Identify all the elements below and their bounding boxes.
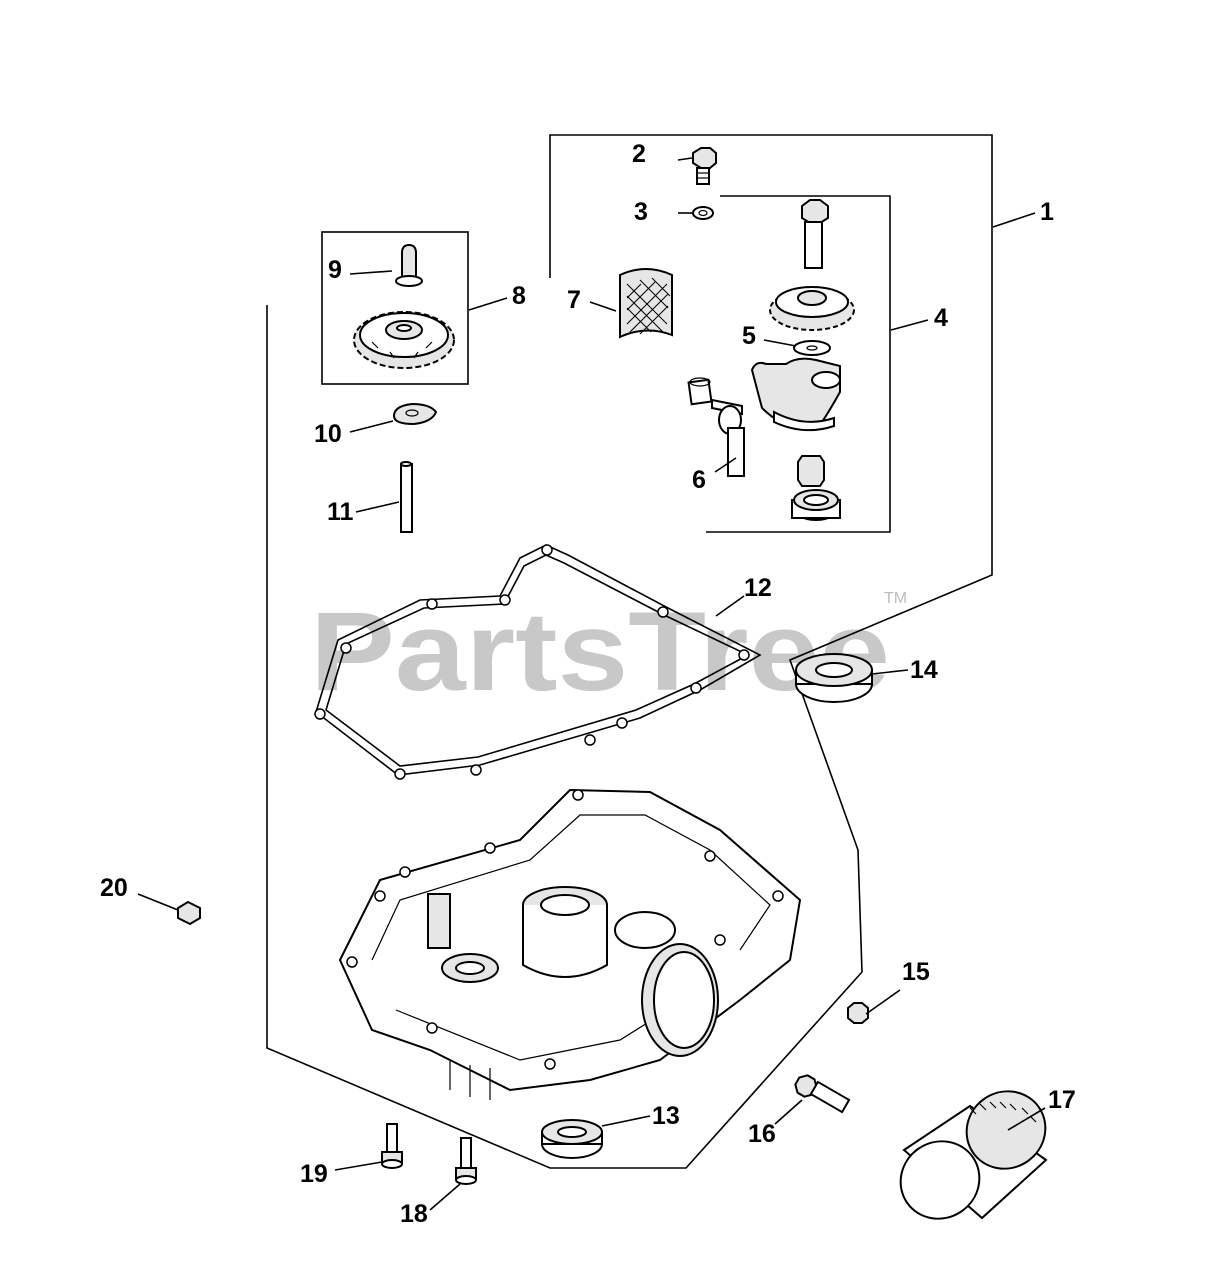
callout-9: 9 [328, 256, 342, 284]
callout-6: 6 [692, 466, 706, 494]
part-17-oil-filter [899, 1090, 1048, 1220]
part-15-plug [847, 1002, 869, 1024]
part-8-gear [353, 311, 455, 369]
callout-20: 20 [100, 874, 128, 902]
callout-labels: 1 2 3 4 5 6 7 8 9 10 11 12 13 14 15 16 1… [100, 140, 1076, 1228]
part-2-bolt [692, 147, 717, 185]
callout-14: 14 [910, 656, 938, 684]
callout-4: 4 [934, 304, 948, 332]
part-10-washer [392, 402, 438, 426]
oil-pan [338, 788, 802, 1100]
callout-11: 11 [327, 498, 354, 526]
part-13-seal [541, 1119, 603, 1159]
part-12-gasket [314, 544, 762, 780]
group-outline-1 [266, 134, 993, 1169]
watermark: PartsTree [310, 589, 890, 714]
part-7-screen [619, 268, 673, 339]
callout-12: 12 [744, 574, 772, 602]
callout-15: 15 [902, 958, 930, 986]
part-18-bolt [455, 1137, 477, 1185]
callout-5: 5 [742, 322, 756, 350]
part-9-cap [395, 243, 423, 287]
callout-13: 13 [652, 1102, 680, 1130]
part-16-drain-plug [794, 1074, 851, 1114]
callout-19: 19 [300, 1160, 328, 1188]
callout-1: 1 [1040, 198, 1054, 226]
callout-16: 16 [748, 1120, 776, 1148]
callout-3: 3 [634, 198, 648, 226]
part-19-bolt [381, 1123, 403, 1169]
callout-8: 8 [512, 282, 526, 310]
callout-17: 17 [1048, 1086, 1076, 1114]
callout-18: 18 [400, 1200, 428, 1228]
part-20-plug [177, 900, 201, 926]
group-outline-8 [321, 231, 469, 385]
group-outline-4 [706, 195, 891, 533]
leader-lines [137, 157, 1046, 1211]
part-3-washer [692, 206, 714, 220]
watermark-trademark: TM [884, 590, 907, 607]
callout-10: 10 [314, 420, 342, 448]
part-11-shaft [400, 461, 413, 533]
callout-7: 7 [567, 286, 581, 314]
part-14-seal [795, 653, 873, 703]
part-4-oil-pump-assembly [687, 199, 855, 521]
callout-2: 2 [632, 140, 646, 168]
